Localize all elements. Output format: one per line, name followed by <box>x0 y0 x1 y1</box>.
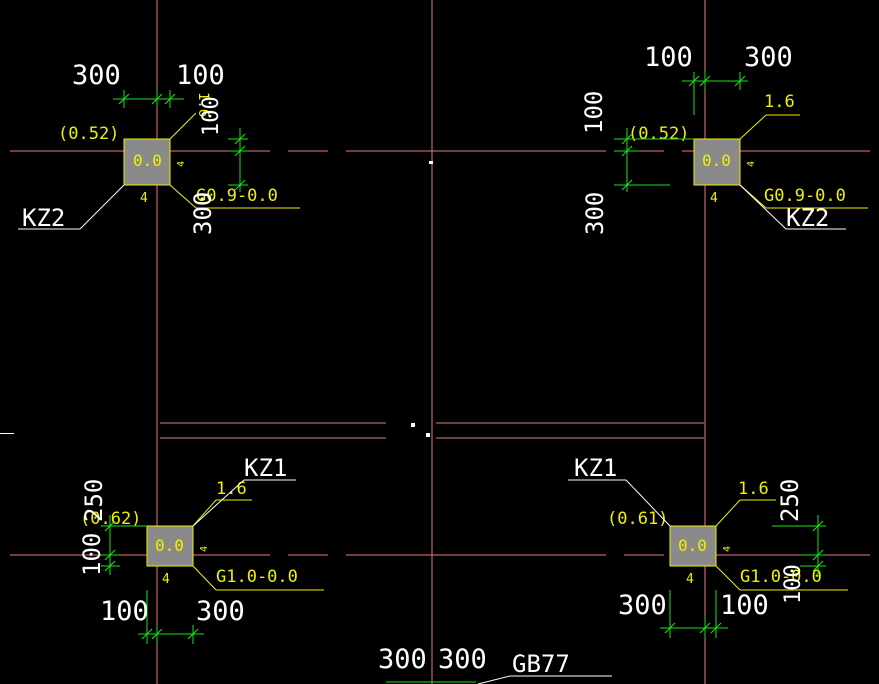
dim-text-v100: 100 <box>580 91 608 134</box>
column-count-side: 4 <box>199 546 210 552</box>
name-leader <box>625 479 671 527</box>
column-group-1[interactable]: 0.0 (0.52) 4 4 1.6 G0.9-0.0 KZ2 300 <box>18 60 300 235</box>
column-count-bottom: 4 <box>686 572 694 587</box>
rebar-spec: 1.6 <box>764 92 795 112</box>
column-ratio: (0.61) <box>607 509 668 529</box>
spec-leader <box>169 184 197 209</box>
dim-text-300: 300 <box>744 42 793 73</box>
dim-text-100: 100 <box>644 42 693 73</box>
column-group-3[interactable]: 0.0 (0.62) 4 4 1.6 G1.0-0.0 KZ1 25 <box>78 454 324 644</box>
column-value: 0.0 <box>155 536 184 555</box>
column-name: KZ1 <box>574 454 617 482</box>
spec-leader <box>715 565 741 591</box>
name-leader <box>192 479 245 527</box>
column-body[interactable] <box>146 525 194 567</box>
column-ratio: (0.62) <box>80 509 141 529</box>
column-ratio: (0.52) <box>58 124 119 144</box>
bottom-center-label: GB77 <box>512 650 570 678</box>
dim-text-v250: 250 <box>80 479 108 522</box>
column-count-side: 4 <box>746 161 757 167</box>
column-ratio: (0.52) <box>628 124 689 144</box>
column-count-bottom: 4 <box>140 191 148 206</box>
dim-text-v300: 300 <box>581 192 609 235</box>
rebar-leader <box>169 112 197 140</box>
rebar-spec: 1.6 <box>738 479 769 499</box>
dim-text-v100: 100 <box>78 533 106 576</box>
dim-text-v250: 250 <box>776 479 804 522</box>
dimension-lines <box>660 515 826 638</box>
dim-text-100: 100 <box>720 590 769 621</box>
rebar-spec: 1.6 <box>195 92 211 117</box>
spec-leader <box>192 565 217 591</box>
column-count-bottom: 4 <box>162 572 170 587</box>
column-body[interactable] <box>693 138 741 186</box>
dim-text-300-right: 300 <box>438 644 487 675</box>
column-group-2[interactable]: 0.0 (0.52) 4 4 1.6 G0.9-0.0 KZ2 10 <box>580 42 868 235</box>
column-name: KZ1 <box>244 454 287 482</box>
dimension-lines <box>113 90 248 192</box>
bottom-name-leader <box>477 675 511 684</box>
rebar-leader <box>715 499 741 527</box>
dim-text-100: 100 <box>176 60 225 91</box>
column-name: KZ2 <box>22 204 65 232</box>
column-group-4[interactable]: 0.0 (0.61) 4 4 1.6 G1.0-0.0 KZ1 25 <box>568 454 848 638</box>
name-leader <box>739 184 787 230</box>
column-value: 0.0 <box>678 536 707 555</box>
column-value: 0.0 <box>133 151 162 170</box>
column-count-side: 4 <box>176 161 187 167</box>
dim-text-v300: 300 <box>189 192 217 235</box>
dim-text-v100: 100 <box>199 96 224 136</box>
column-spec: G0.9-0.0 <box>196 186 278 206</box>
column-spec: G1.0-0.0 <box>216 567 298 587</box>
rebar-leader <box>192 499 217 527</box>
dim-text-300: 300 <box>196 596 245 627</box>
column-spec: G1.0-0.0 <box>740 567 822 587</box>
column-spec: G0.9-0.0 <box>764 186 846 206</box>
column-name: KZ2 <box>786 204 829 232</box>
bottom-center-group[interactable]: 300 300 GB77 <box>378 644 612 684</box>
dimension-lines <box>101 515 204 644</box>
dimension-lines <box>614 72 748 192</box>
dim-text-100: 100 <box>100 596 149 627</box>
dim-text-v100: 100 <box>781 564 806 604</box>
column-body[interactable] <box>123 138 171 186</box>
rebar-leader <box>739 114 767 140</box>
column-body[interactable] <box>669 525 717 567</box>
beam-dots <box>0 161 433 437</box>
column-value: 0.0 <box>702 151 731 170</box>
dim-text-300: 300 <box>618 590 667 621</box>
column-count-side: 4 <box>722 546 733 552</box>
column-count-bottom: 4 <box>710 191 718 206</box>
dim-text-300: 300 <box>72 60 121 91</box>
dim-text-300-left: 300 <box>378 644 427 675</box>
name-leader <box>79 184 125 230</box>
